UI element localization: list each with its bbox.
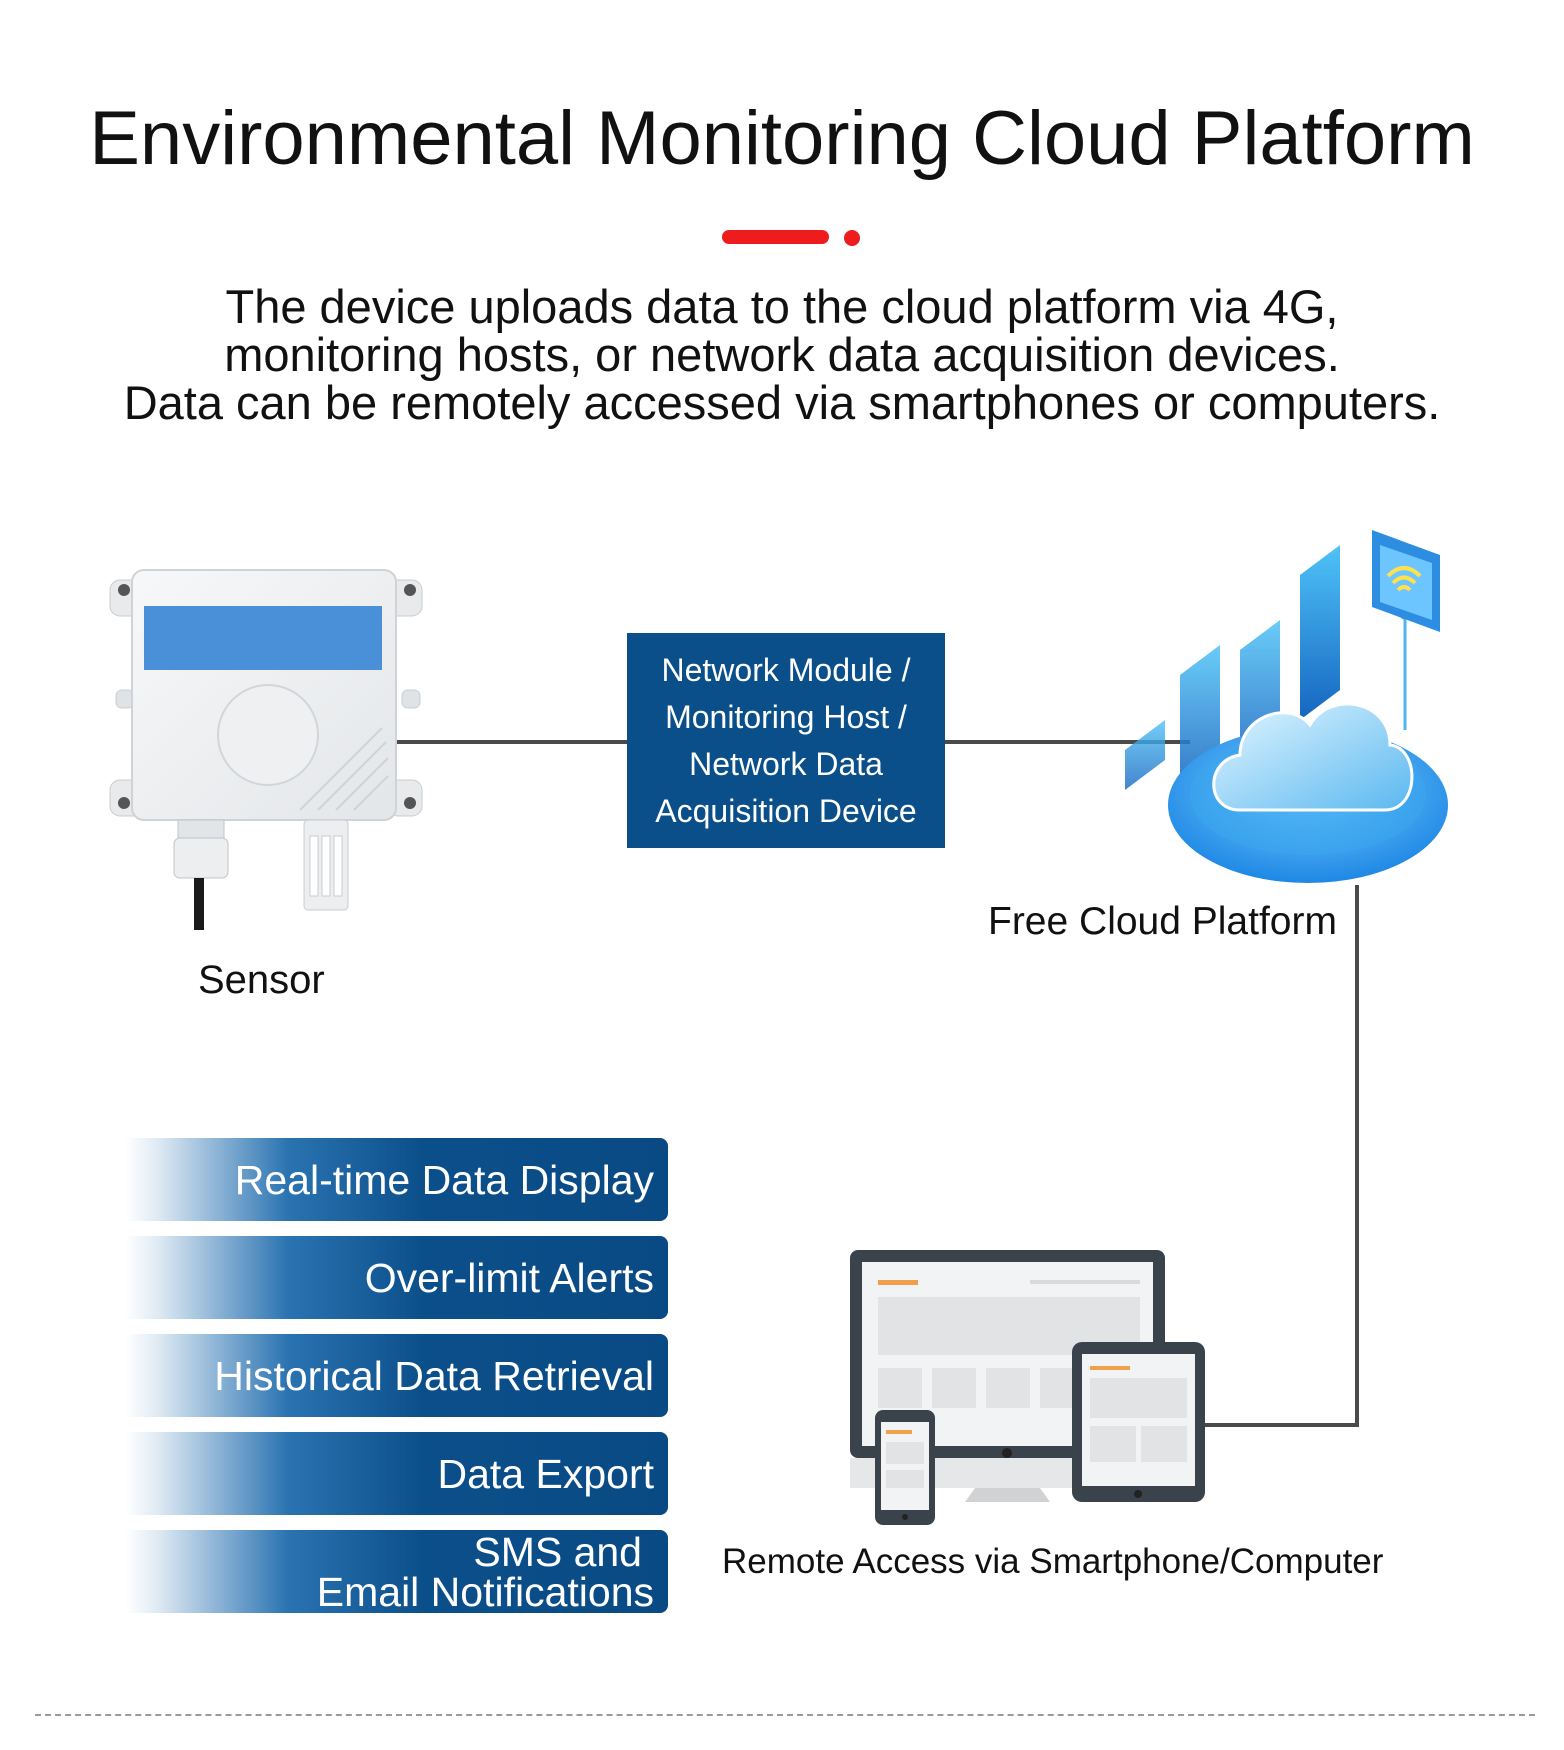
cloud-platform-icon [1125, 530, 1448, 883]
monitor-tablet-phone-icon [850, 1250, 1205, 1525]
module-line-1: Network Module / [661, 651, 911, 688]
accent-dash [722, 230, 829, 244]
feature-sms-email-notifications: SMS and Email Notifications [125, 1530, 668, 1613]
feature-label: Real-time Data Display [234, 1156, 654, 1203]
feature-data-export: Data Export [125, 1432, 668, 1515]
module-line-2: Monitoring Host / [665, 698, 907, 735]
page-subtitle: The device uploads data to the cloud pla… [0, 283, 1564, 427]
feature-realtime-display: Real-time Data Display [125, 1138, 668, 1221]
bottom-dashed-divider [35, 1714, 1535, 1716]
subtitle-line-3: Data can be remotely accessed via smartp… [123, 376, 1441, 429]
feature-historical-retrieval: Historical Data Retrieval [125, 1334, 668, 1417]
module-line-3: Network Data [689, 745, 883, 782]
feature-label: Historical Data Retrieval [214, 1352, 654, 1399]
remote-access-label: Remote Access via Smartphone/Computer [722, 1542, 1384, 1581]
feature-overlimit-alerts: Over-limit Alerts [125, 1236, 668, 1319]
network-module-box: Network Module / Monitoring Host / Netwo… [627, 633, 945, 848]
module-line-4: Acquisition Device [655, 792, 917, 829]
page-title: Environmental Monitoring Cloud Platform [89, 96, 1475, 181]
cloud-platform-label: Free Cloud Platform [988, 900, 1337, 943]
subtitle-line-1: The device uploads data to the cloud pla… [225, 280, 1339, 333]
line-cloud-to-devices [1205, 885, 1359, 1427]
subtitle-line-2: monitoring hosts, or network data acquis… [224, 328, 1340, 381]
feature-label: Data Export [437, 1450, 655, 1497]
sensor-device-icon [109, 569, 423, 930]
accent-dot [844, 230, 860, 246]
feature-label-line-1: SMS and [473, 1528, 642, 1575]
feature-label-line-2: Email Notifications [316, 1568, 654, 1615]
sensor-label: Sensor [198, 958, 325, 1002]
feature-label: Over-limit Alerts [364, 1254, 654, 1301]
